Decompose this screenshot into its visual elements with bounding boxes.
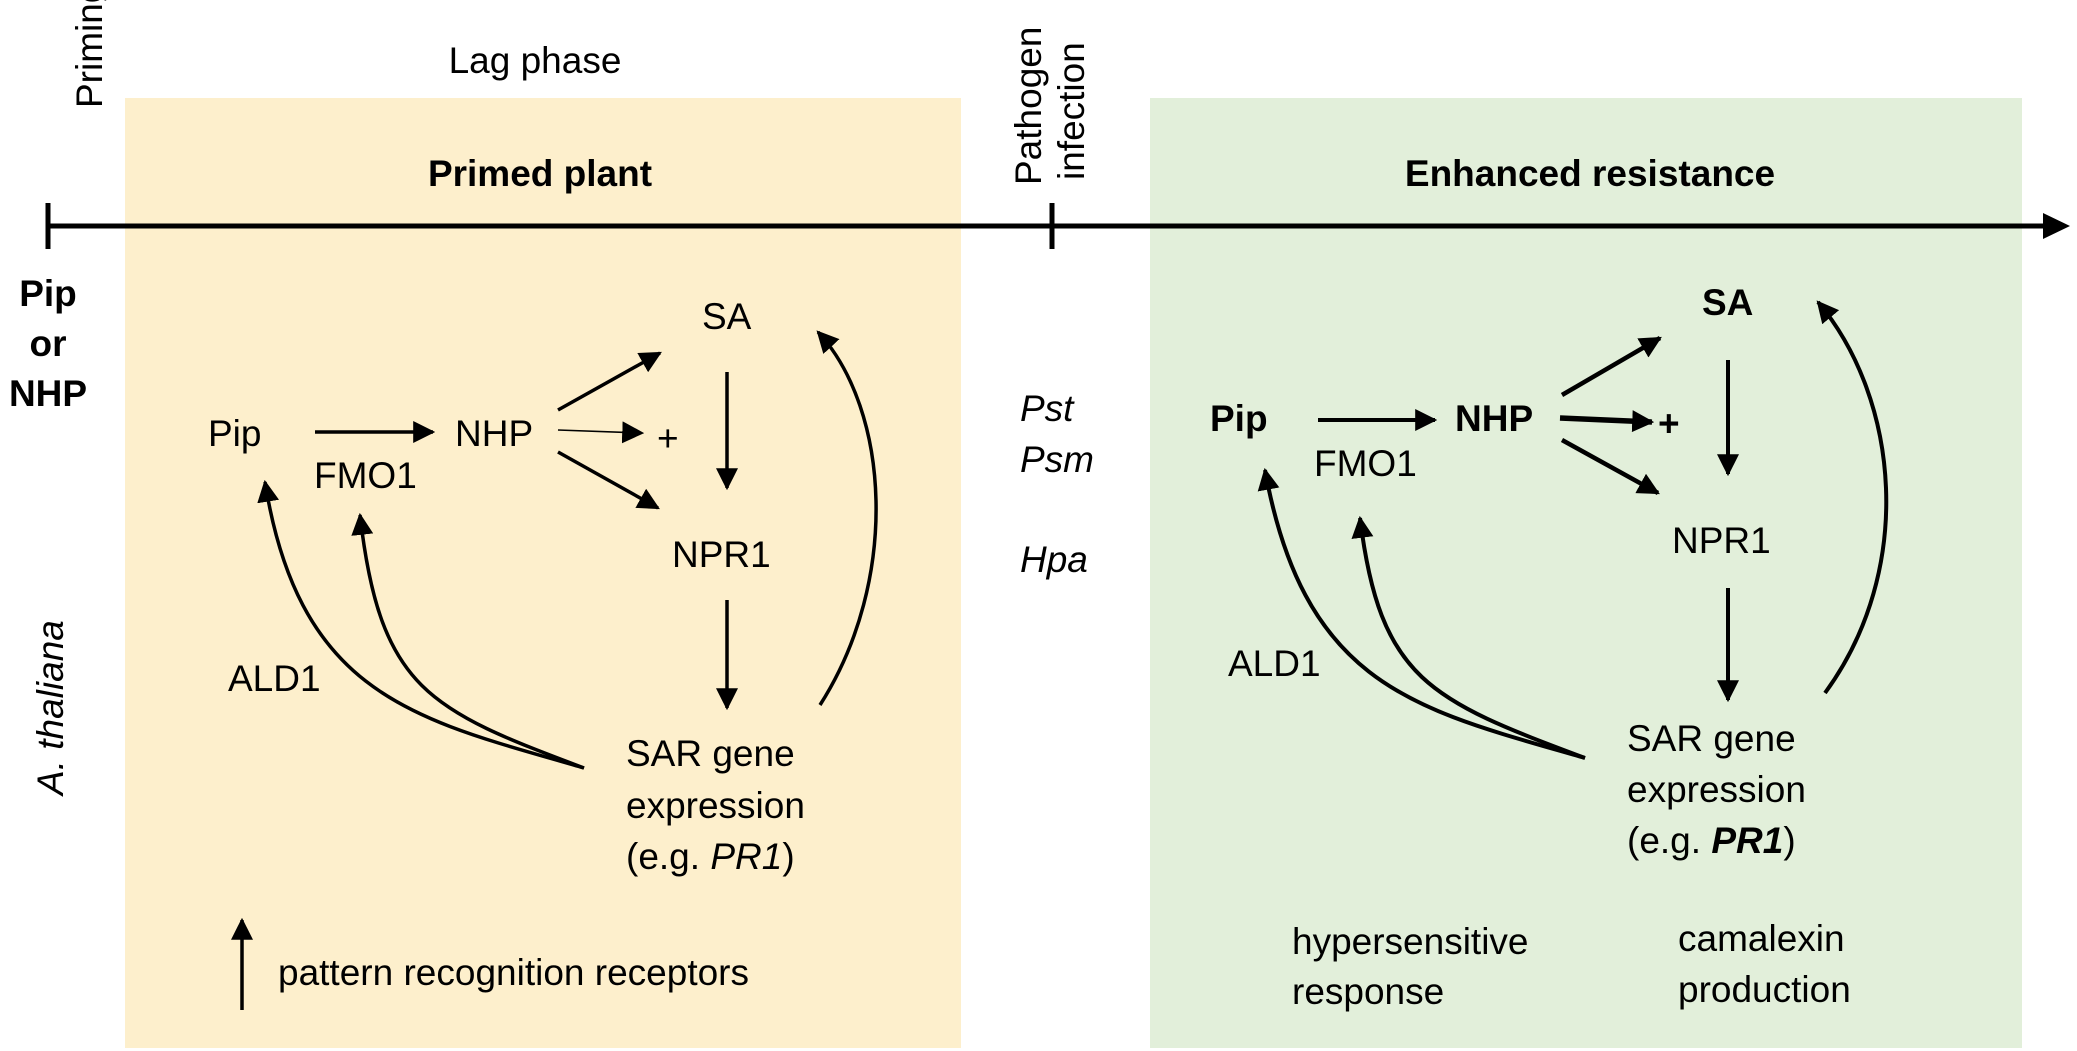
- lag-phase-label: Lag phase: [448, 40, 622, 81]
- resistance-panel: [1150, 98, 2022, 1048]
- primed-arrow-sar-fmo1: [351, 512, 585, 770]
- primed-arrow-nhp-npr1: [557, 450, 660, 510]
- resistance-sa: SA: [1702, 282, 1754, 323]
- resistance-arrow-nhp-sa: [1560, 336, 1662, 397]
- priming-label: Priming: [69, 0, 110, 108]
- pathogen-pst: Pst: [1020, 388, 1074, 429]
- prr-label: pattern recognition receptors: [278, 952, 749, 993]
- resistance-arrow-sar-pip: [1257, 467, 1586, 760]
- species-label: A. thaliana: [30, 620, 71, 795]
- resistance-arrow-sar-fmo1: [1351, 515, 1586, 760]
- treatment-or: or: [29, 323, 67, 364]
- primed-ald1: ALD1: [228, 658, 321, 699]
- resistance-arrow-nhp-plus: [1559, 410, 1655, 433]
- primed-arrow-nhp-sa: [557, 351, 662, 412]
- primed-sar-2: expression: [626, 785, 805, 826]
- primed-arrow-sar-sa: [816, 330, 878, 706]
- primed-nhp: NHP: [455, 413, 534, 454]
- treatment-pip: Pip: [19, 273, 77, 314]
- resistance-sar-2: expression: [1627, 769, 1806, 810]
- timeline-arrowhead: [2043, 213, 2070, 239]
- resistance-fmo1: FMO1: [1314, 443, 1417, 484]
- resistance-ald1: ALD1: [1228, 643, 1321, 684]
- camalexin-label-1: camalexin: [1678, 918, 1845, 959]
- primed-arrows: [231, 330, 878, 1010]
- primed-fmo1: FMO1: [314, 455, 417, 496]
- resistance-arrows: [1257, 300, 1889, 760]
- pathogen-psm: Psm: [1020, 439, 1094, 480]
- primed-npr1: NPR1: [672, 534, 771, 575]
- primed-plus: +: [657, 418, 679, 459]
- treatment-nhp: NHP: [8, 373, 88, 414]
- resistance-sar-1: SAR gene: [1627, 718, 1796, 759]
- resistance-arrow-nhp-npr1: [1560, 438, 1660, 495]
- hr-label-2: response: [1292, 971, 1445, 1012]
- resistance-plus: +: [1658, 403, 1680, 444]
- resistance-nhp: NHP: [1455, 398, 1534, 439]
- camalexin-label-2: production: [1678, 969, 1851, 1010]
- pathogen-hpa: Hpa: [1020, 539, 1088, 580]
- primed-arrow-nhp-plus: [557, 421, 645, 444]
- primed-sar-3: (e.g. PR1): [626, 836, 795, 877]
- primed-sa: SA: [702, 296, 752, 337]
- primed-arrow-sar-pip: [257, 479, 585, 770]
- resistance-title: Enhanced resistance: [1404, 153, 1776, 194]
- pathogen-label: Pathogen: [1008, 26, 1049, 185]
- resistance-npr1: NPR1: [1672, 520, 1771, 561]
- primed-title: Primed plant: [427, 153, 653, 194]
- resistance-pip: Pip: [1210, 398, 1268, 439]
- primed-panel: [125, 98, 961, 1048]
- primed-sar-1: SAR gene: [626, 733, 795, 774]
- resistance-sar-3: (e.g. PR1): [1627, 820, 1796, 861]
- resistance-arrow-sar-sa: [1816, 300, 1889, 695]
- hr-label-1: hypersensitive: [1292, 921, 1529, 962]
- infection-label: infection: [1051, 42, 1092, 180]
- primed-pip: Pip: [208, 413, 262, 454]
